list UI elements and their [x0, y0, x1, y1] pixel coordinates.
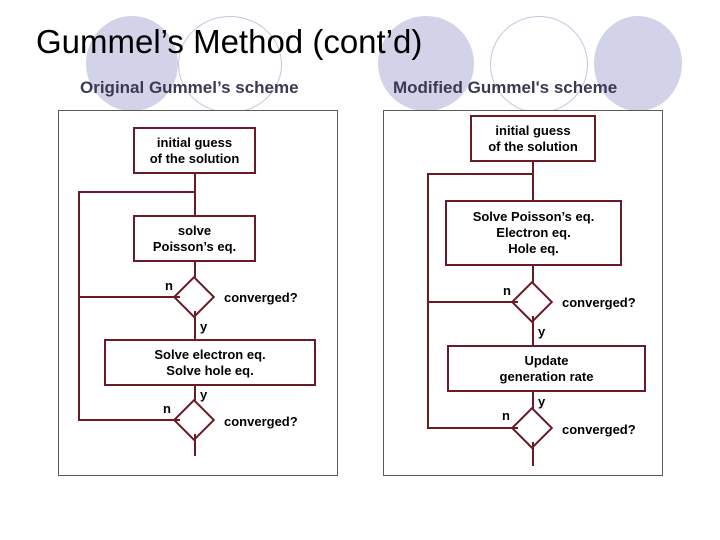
- decision-converged-1-no-label: n: [165, 278, 173, 293]
- connector-junction-to-coupled: [532, 173, 534, 201]
- node-solve-poisson-line-1: solve: [177, 222, 212, 238]
- connector-carriers-to-decision-2: [194, 386, 196, 408]
- decision-converged-1-no-label: n: [503, 283, 511, 298]
- connector-junction-to-poisson: [194, 191, 196, 215]
- decision-converged-1-yes-label: y: [538, 324, 546, 339]
- connector-feedback-left-rail: [78, 191, 80, 420]
- node-initial-guess[interactable]: initial guess of the solution: [470, 115, 596, 162]
- flowchart-modified-scheme: initial guess of the solution Solve Pois…: [383, 110, 663, 476]
- connector-exit-stem: [194, 434, 196, 456]
- connector-update-to-decision-2: [532, 392, 534, 414]
- decision-converged-1-label: converged?: [562, 295, 636, 310]
- node-initial-guess-line-1: initial guess: [495, 122, 571, 138]
- node-solve-coupled[interactable]: Solve Poisson’s eq. Electron eq. Hole eq…: [445, 200, 622, 266]
- decision-converged-2-yes-label: y: [538, 394, 546, 409]
- node-solve-carriers-line-1: Solve electron eq.: [154, 346, 266, 362]
- connector-initial-to-junction: [194, 174, 196, 192]
- decision-converged-2-yes-label: y: [200, 387, 208, 402]
- node-initial-guess-line-2: of the solution: [149, 150, 240, 166]
- decision-converged-2-label: converged?: [562, 422, 636, 437]
- node-initial-guess-line-2: of the solution: [488, 138, 578, 154]
- decorative-circle-outline-2: [490, 16, 588, 113]
- slide-title: Gummel’s Method (cont’d): [36, 23, 423, 60]
- heading-modified-scheme: Modified Gummel's scheme: [393, 78, 618, 97]
- connector-decision-1-yes-branch: [194, 311, 196, 339]
- node-solve-coupled-line-1: Solve Poisson’s eq.: [472, 209, 595, 224]
- connector-initial-to-junction: [532, 162, 534, 174]
- connector-decision-2-no-branch: [427, 427, 518, 429]
- connector-decision-2-no-branch: [78, 419, 180, 421]
- connector-exit-stem: [532, 442, 534, 466]
- node-solve-carriers-line-2: Solve hole eq.: [166, 362, 254, 378]
- heading-original-scheme: Original Gummel’s scheme: [80, 78, 299, 97]
- connector-poisson-to-decision-1: [194, 262, 196, 284]
- flowchart-original-scheme: initial guess of the solution solve Pois…: [58, 110, 338, 476]
- connector-decision-1-yes-branch: [532, 316, 534, 346]
- node-solve-carriers[interactable]: Solve electron eq. Solve hole eq.: [104, 339, 316, 386]
- node-initial-guess[interactable]: initial guess of the solution: [133, 127, 256, 174]
- node-solve-coupled-line-2: Electron eq.: [496, 225, 571, 240]
- connector-feedback-top-bus: [427, 173, 534, 175]
- node-initial-guess-line-1: initial guess: [156, 134, 233, 150]
- node-update-generation[interactable]: Update generation rate: [447, 345, 646, 392]
- node-update-generation-line-1: Update: [524, 352, 569, 368]
- node-update-generation-line-2: generation rate: [499, 368, 594, 384]
- connector-coupled-to-decision-1: [532, 266, 534, 289]
- node-solve-poisson[interactable]: solve Poisson’s eq.: [133, 215, 256, 262]
- decision-converged-1-label: converged?: [224, 290, 298, 305]
- decision-converged-2-no-label: n: [163, 401, 171, 416]
- node-solve-poisson-line-2: Poisson’s eq.: [152, 238, 237, 254]
- connector-decision-1-no-branch: [427, 301, 518, 303]
- connector-feedback-top-bus: [78, 191, 196, 193]
- decision-converged-2-no-label: n: [502, 408, 510, 423]
- decision-converged-1-yes-label: y: [200, 319, 208, 334]
- decision-converged-2-label: converged?: [224, 414, 298, 429]
- node-solve-coupled-line-3: Hole eq.: [508, 241, 559, 256]
- connector-decision-1-no-branch: [78, 296, 180, 298]
